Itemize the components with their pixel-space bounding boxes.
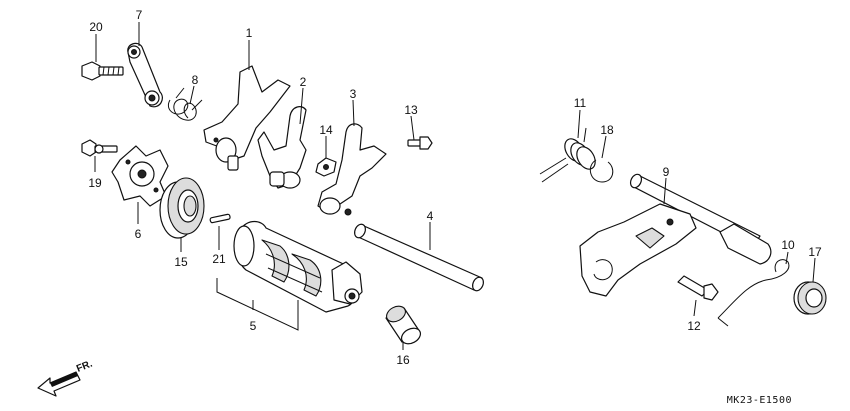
part-15-bearing <box>159 177 205 239</box>
callout-5: 5 <box>250 319 257 333</box>
callout-16: 16 <box>396 353 410 367</box>
callout-9: 9 <box>663 165 670 179</box>
part-18-circlip <box>589 159 614 183</box>
callout-1: 1 <box>246 26 253 40</box>
callout-7: 7 <box>136 8 143 22</box>
callout-12: 12 <box>687 319 701 333</box>
callout-17: 17 <box>808 245 822 259</box>
callout-2: 2 <box>300 75 307 89</box>
part-12-bolt-pin <box>677 275 719 301</box>
part-5-shift-drum <box>233 220 363 313</box>
part-13-bolt <box>407 136 433 150</box>
part-9-gearshift-spindle <box>579 173 772 297</box>
part-4-shaft <box>354 223 484 292</box>
part-14-clip <box>315 157 337 177</box>
callout-8: 8 <box>192 73 199 87</box>
front-direction-arrow: FR. <box>37 358 94 397</box>
callout-18: 18 <box>600 123 614 137</box>
callout-19: 19 <box>88 176 102 190</box>
callout-3: 3 <box>350 87 357 101</box>
part-20-bolt <box>81 61 124 81</box>
callout-4: 4 <box>427 209 434 223</box>
callout-11: 11 <box>574 96 587 110</box>
part-17-oil-seal <box>793 281 827 315</box>
callout-15: 15 <box>174 255 188 269</box>
part-1-shift-fork <box>203 65 291 171</box>
part-16-needle-bearing <box>385 305 422 345</box>
part-21-pin <box>209 213 231 224</box>
part-3-shift-fork <box>317 123 387 216</box>
leader-lines <box>94 22 816 350</box>
callout-labels: 20 7 1 8 2 3 13 14 4 19 6 15 21 5 16 11 … <box>88 8 822 367</box>
part-11-spring <box>539 127 596 183</box>
part-10-return-spring <box>717 259 790 327</box>
callout-10: 10 <box>781 238 795 252</box>
callout-20: 20 <box>89 20 103 34</box>
part-6-star-plate <box>111 145 169 207</box>
part-8-spring <box>168 87 203 121</box>
callout-14: 14 <box>319 123 333 137</box>
part-2-shift-fork <box>257 106 307 189</box>
callout-13: 13 <box>404 103 418 117</box>
part-7-stopper-arm <box>127 42 163 108</box>
callout-21: 21 <box>212 252 226 266</box>
callout-6: 6 <box>135 227 142 241</box>
front-label: FR. <box>75 358 94 374</box>
part-19-bolt <box>81 139 118 157</box>
part-code: MK23-E1500 <box>727 395 792 406</box>
